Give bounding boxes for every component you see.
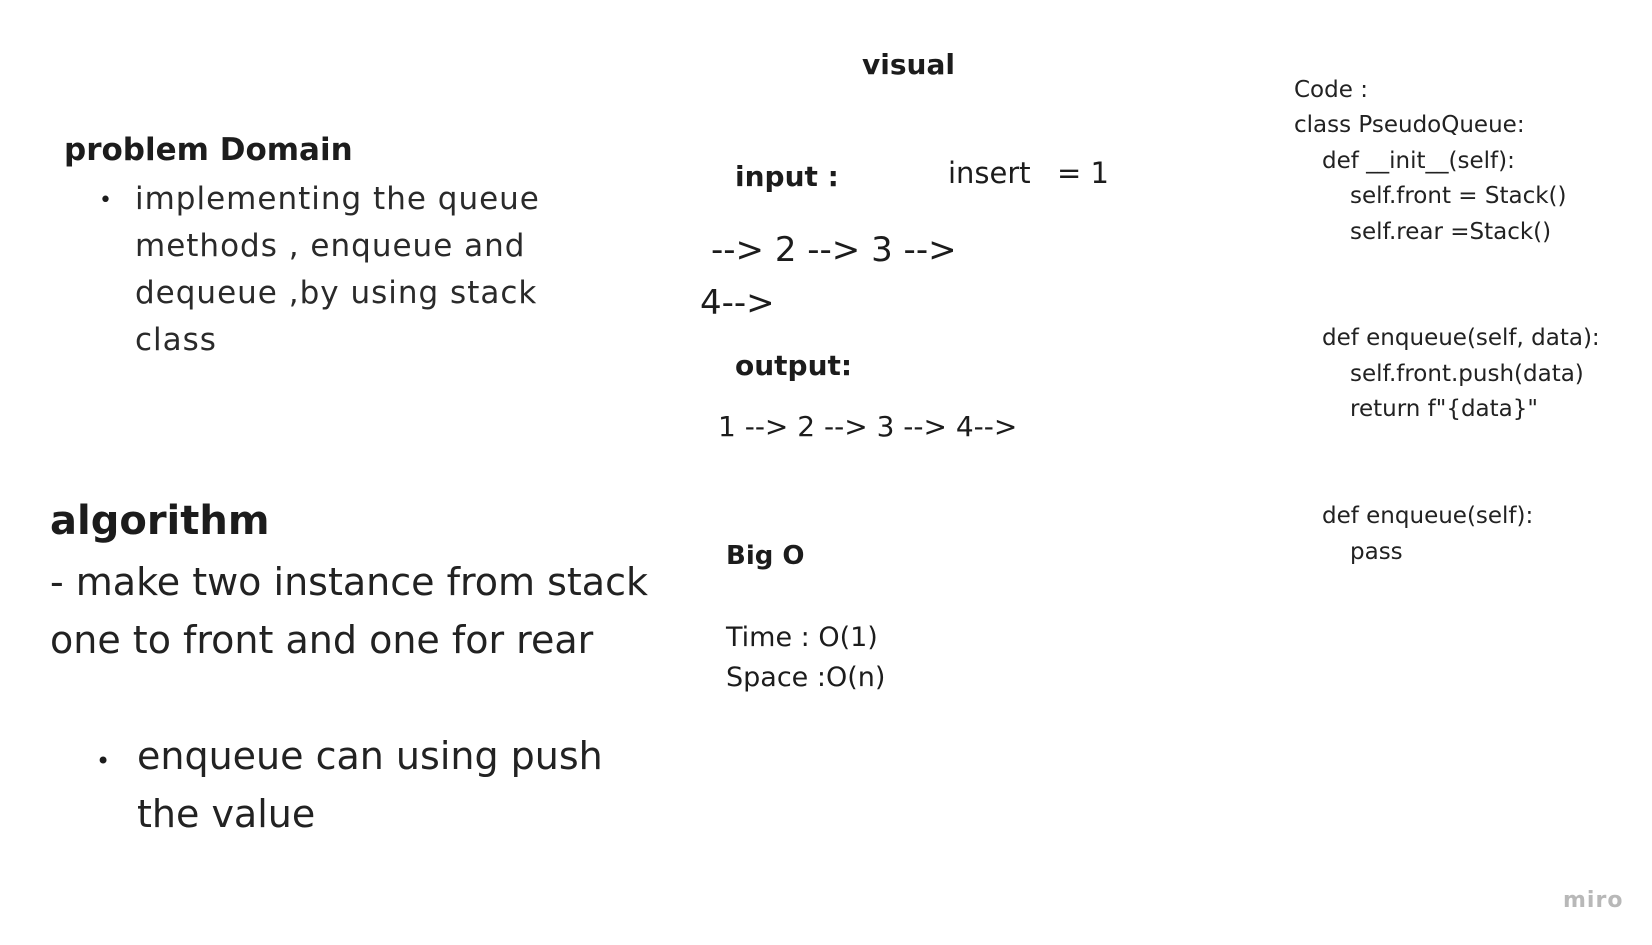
problem-domain-line: implementing the queue: [135, 181, 540, 217]
code-line: class PseudoQueue:: [1294, 112, 1525, 138]
miro-watermark: miro: [1563, 888, 1624, 913]
space-complexity: Space :O(n): [726, 662, 886, 693]
code-heading: Code :: [1294, 77, 1368, 103]
code-line: self.rear =Stack(): [1350, 219, 1552, 245]
time-complexity: Time : O(1): [726, 622, 878, 653]
bullet-dot: •: [96, 747, 111, 775]
visual-title: visual: [862, 48, 955, 81]
output-label: output:: [735, 349, 853, 382]
code-line: self.front = Stack(): [1350, 183, 1567, 209]
input-sequence-line: --> 2 --> 3 -->: [711, 230, 957, 270]
code-line: self.front.push(data): [1350, 361, 1584, 387]
input-sequence-line: 4-->: [700, 283, 775, 323]
code-line: return f"{data}": [1350, 396, 1538, 422]
algorithm-bullet-line: the value: [137, 792, 316, 836]
output-sequence: 1 --> 2 --> 3 --> 4-->: [718, 410, 1018, 443]
algorithm-step: - make two instance from stack: [50, 560, 648, 604]
bullet-dot: •: [99, 188, 112, 213]
problem-domain-title: problem Domain: [64, 132, 353, 168]
insert-text: insert: [948, 156, 1031, 190]
problem-domain-line: methods , enqueue and: [135, 228, 526, 264]
problem-domain-line: class: [135, 322, 217, 358]
code-line: pass: [1350, 539, 1403, 565]
code-line: def enqueue(self):: [1322, 503, 1534, 529]
input-label: input :: [735, 160, 839, 193]
code-line: def enqueue(self, data):: [1322, 325, 1600, 351]
algorithm-step-continued: one to front and one for rear: [50, 618, 594, 662]
big-o-title: Big O: [726, 541, 805, 571]
insert-value: = 1: [1057, 156, 1109, 190]
algorithm-title: algorithm: [50, 498, 270, 544]
algorithm-bullet-line: enqueue can using push: [137, 734, 603, 778]
code-line: def __init__(self):: [1322, 148, 1515, 174]
problem-domain-line: dequeue ,by using stack: [135, 275, 538, 311]
